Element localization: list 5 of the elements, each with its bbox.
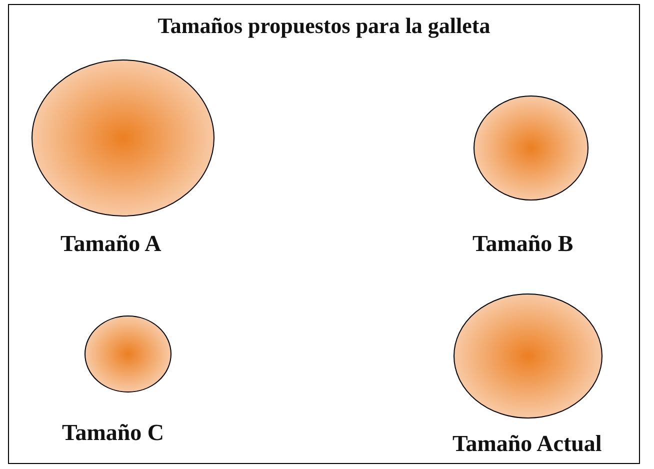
diagram-title: Tamaños propuestos para la galleta — [156, 13, 492, 39]
size-label: Tamaño C — [62, 420, 164, 446]
size-label: Tamaño A — [60, 231, 162, 257]
size-label: Tamaño B — [472, 231, 574, 257]
size-label: Tamaño Actual — [452, 431, 602, 457]
